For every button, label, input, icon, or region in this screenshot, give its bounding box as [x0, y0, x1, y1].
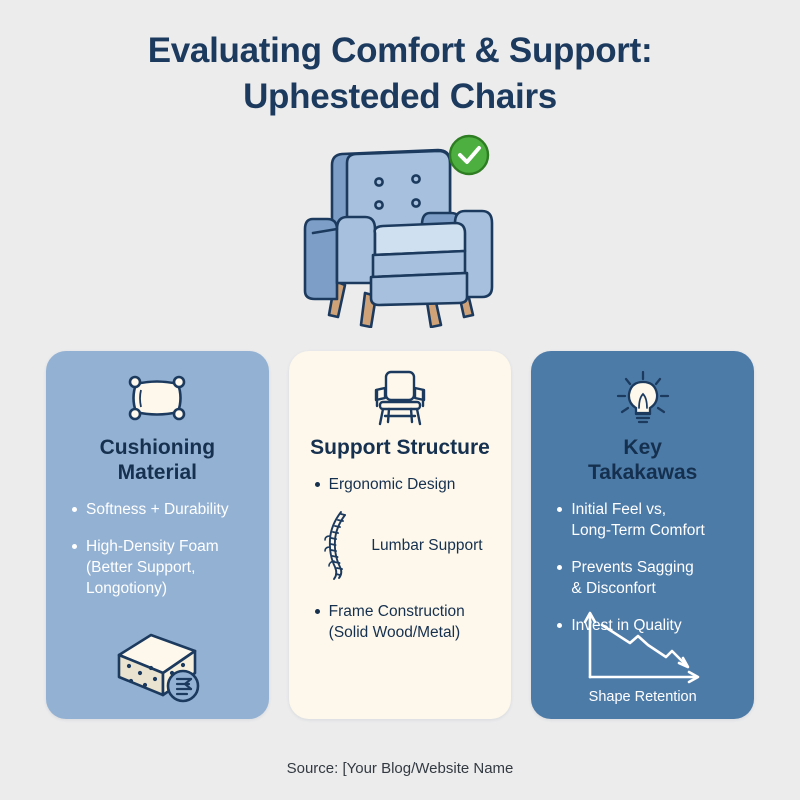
spine-icon	[324, 511, 347, 580]
card-title-line-2: Takakawas	[588, 461, 698, 484]
bullet-line: Prevents Sagging	[571, 559, 694, 576]
card-title-support: Support Structure	[310, 436, 490, 459]
card-bullets-support: Ergonomic Design	[303, 474, 498, 511]
page-title: Evaluating Comfort & Support: Uphesteded…	[0, 28, 800, 120]
list-item: Frame Construction (Solid Wood/Metal)	[314, 601, 498, 643]
chair-outline-icon	[368, 367, 432, 429]
bullet-dot-icon	[557, 507, 563, 512]
list-item: Softness + Durability	[72, 499, 255, 520]
card-support-structure[interactable]: Support Structure Ergonomic Design	[288, 351, 512, 719]
card-title-cushioning: Cushioning Material	[100, 435, 215, 485]
lightbulb-icon	[614, 367, 672, 429]
bullet-dot-icon	[314, 482, 320, 487]
page-title-line-2: Uphesteded Chairs	[243, 77, 557, 116]
bullet-dot-icon	[314, 609, 320, 614]
hero-illustration	[0, 133, 800, 328]
card-cushioning-material[interactable]: Cushioning Material Softness + Durabilit…	[46, 351, 269, 719]
bullet-line: (Better Support,	[86, 559, 196, 576]
card-bullets-cushioning: Softness + Durability High-Density Foam …	[60, 499, 255, 615]
bullet-line: Softness + Durability	[86, 501, 229, 518]
list-item: Prevents Sagging & Disconfort	[557, 557, 740, 599]
green-check-badge-icon	[448, 134, 490, 176]
lumbar-support-label: Lumbar Support	[371, 537, 483, 554]
bullet-line: Long-Term Comfort	[571, 522, 705, 539]
list-item: High-Density Foam (Better Support, Longo…	[72, 536, 255, 599]
pillow-icon	[126, 367, 188, 429]
bullet-dot-icon	[557, 565, 563, 570]
bullet-line: Invest in Quality	[571, 617, 682, 634]
bullet-line: (Solid Wood/Metal)	[328, 624, 461, 641]
card-bullets-key-takeaways: Initial Feel vs, Long-Term Comfort Preve…	[545, 499, 740, 652]
lumbar-support-row: Lumbar Support	[317, 509, 483, 583]
upholstered-armchair-icon	[303, 134, 494, 328]
list-item: Initial Feel vs, Long-Term Comfort	[557, 499, 740, 541]
bullet-dot-icon	[72, 507, 77, 512]
card-title-line-2: Material	[117, 461, 198, 484]
bullet-line: Frame Construction	[328, 603, 465, 620]
bullet-line: Ergonomic Design	[328, 476, 456, 493]
shape-retention-chart: Shape Retention	[531, 605, 754, 705]
bullet-line: Longotiony)	[86, 580, 168, 597]
card-title-key-takeaways: Key Takakawas	[588, 435, 697, 485]
bullet-dot-icon	[72, 544, 77, 549]
list-item: Ergonomic Design	[314, 474, 498, 495]
list-item: Invest in Quality	[557, 615, 740, 636]
foam-block-icon	[46, 623, 269, 705]
bullet-line: Initial Feel vs,	[571, 501, 667, 518]
card-title-line-1: Key	[623, 436, 662, 459]
source-text: Source: [Your Blog/Website Name	[286, 760, 514, 777]
chart-caption: Shape Retention	[588, 689, 697, 705]
bullet-line: & Disconfort	[571, 580, 656, 597]
bullet-line: High-Density Foam	[86, 538, 219, 555]
card-key-takeaways[interactable]: Key Takakawas Initial Feel vs, Long-Term…	[531, 351, 755, 719]
page-title-line-1: Evaluating Comfort & Support:	[147, 31, 653, 70]
card-title-line-1: Cushioning	[99, 436, 216, 459]
cards-row: Cushioning Material Softness + Durabilit…	[46, 351, 755, 719]
card-bullets-support-2: Frame Construction (Solid Wood/Metal)	[303, 601, 498, 659]
declining-chart-icon	[583, 611, 699, 684]
bullet-dot-icon	[557, 623, 563, 628]
